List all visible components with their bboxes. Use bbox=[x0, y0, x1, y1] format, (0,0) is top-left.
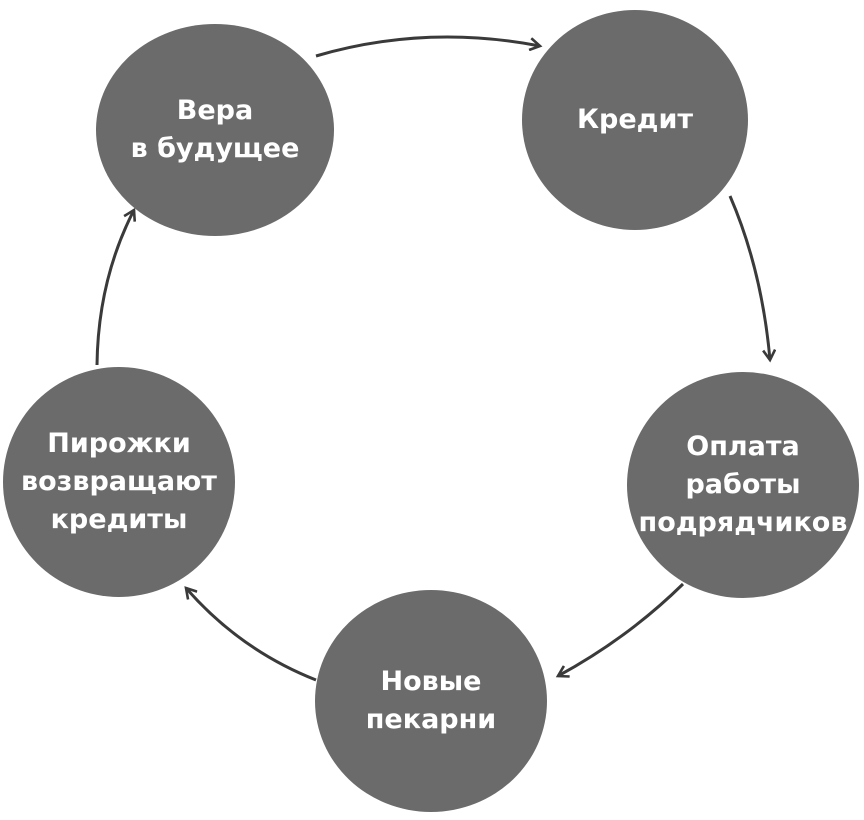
node-label-line: кредиты bbox=[50, 504, 188, 535]
node-label-line: работы bbox=[685, 469, 801, 500]
node-label-line: Вера bbox=[176, 95, 254, 126]
node-label-line: Кредит bbox=[576, 104, 694, 135]
node-contractor-payment: Оплата работы подрядчиков bbox=[627, 372, 859, 598]
node-faith-in-future: Вера в будущее bbox=[96, 24, 334, 236]
node-label-line: в будущее bbox=[130, 133, 300, 164]
arrow-credit-to-pay bbox=[728, 195, 770, 360]
node-pies-repay-credits: Пирожки возвращают кредиты bbox=[3, 367, 235, 597]
arrow-pies-to-faith bbox=[95, 210, 134, 366]
arrow-bakery-to-pies bbox=[186, 588, 317, 682]
node-label-line: возвращают bbox=[21, 466, 217, 497]
arrow-pay-to-bakery bbox=[558, 582, 685, 676]
node-label-line: Новые bbox=[380, 666, 482, 697]
node-label-line: пекарни bbox=[365, 704, 497, 735]
node-credit: Кредит bbox=[522, 10, 748, 230]
arrow-faith-to-credit bbox=[315, 35, 540, 58]
node-label-line: Оплата bbox=[686, 431, 800, 462]
node-new-bakeries: Новые пекарни bbox=[315, 590, 547, 812]
node-label-line: Пирожки bbox=[47, 428, 191, 459]
node-label-line: подрядчиков bbox=[638, 507, 848, 538]
